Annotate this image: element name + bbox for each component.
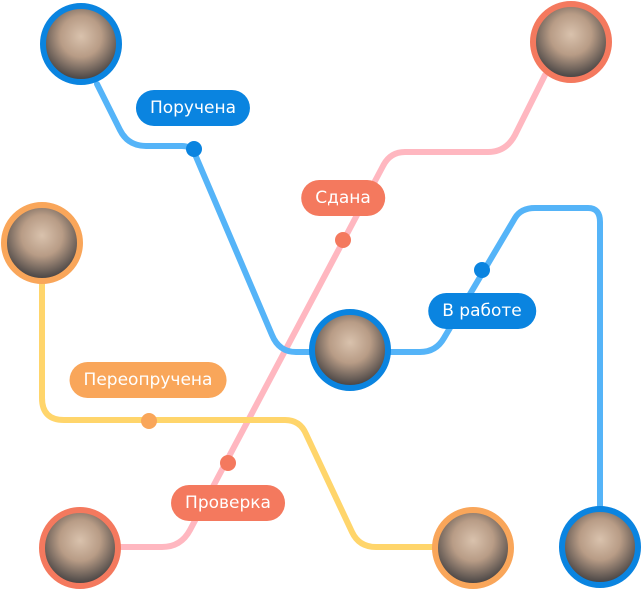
avatar-user-center[interactable] xyxy=(309,309,391,391)
pink-flow-line xyxy=(115,72,548,550)
yellow-flow-line xyxy=(39,280,437,550)
avatar-user-top-left[interactable] xyxy=(40,3,122,85)
status-label-reassigned: Переопручена xyxy=(69,362,227,398)
status-label-review: Проверка xyxy=(171,485,285,521)
status-label-assigned: Поручена xyxy=(135,90,251,126)
avatar-user-left[interactable] xyxy=(1,202,83,284)
reassigned-node xyxy=(141,413,157,429)
submitted-node xyxy=(335,232,351,248)
avatar-user-bottom-right[interactable] xyxy=(559,506,641,588)
avatar-user-bottom-center[interactable] xyxy=(432,507,514,589)
assigned-node xyxy=(186,141,202,157)
status-label-submitted: Сдана xyxy=(301,180,385,216)
review-node xyxy=(220,455,236,471)
avatar-user-top-right[interactable] xyxy=(530,1,612,83)
status-label-in-progress: В работе xyxy=(428,293,536,329)
avatar-user-bottom-left[interactable] xyxy=(39,507,121,589)
in-progress-node xyxy=(474,262,490,278)
